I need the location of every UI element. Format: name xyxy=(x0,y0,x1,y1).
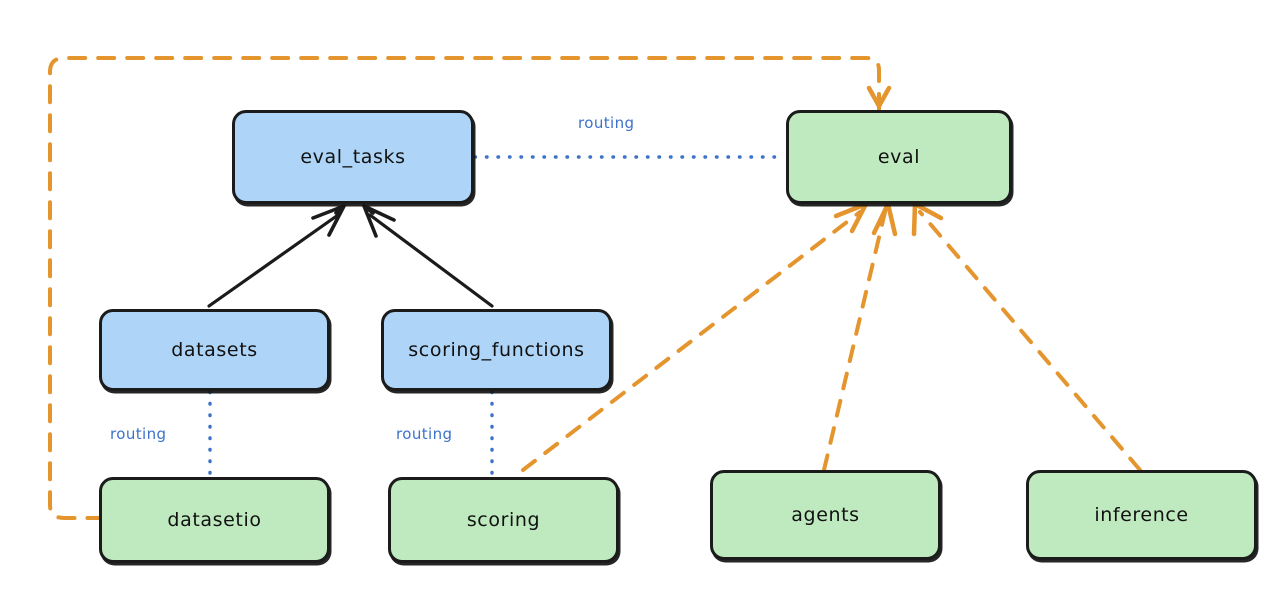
edge-agents-to-eval xyxy=(822,201,898,472)
node-label-scoring-functions: scoring_functions xyxy=(408,339,585,361)
arrowhead-inference-to-eval xyxy=(911,201,944,237)
arrowhead-agents-to-eval xyxy=(871,201,898,237)
edge-inference-to-eval xyxy=(911,201,1142,472)
node-agents[interactable]: agents xyxy=(710,470,941,560)
node-label-agents: agents xyxy=(791,504,860,526)
node-label-datasets: datasets xyxy=(171,339,258,361)
node-label-eval: eval xyxy=(877,146,921,168)
edge-label-routing-scoring: routing xyxy=(396,425,453,443)
edge-scoring-to-eval xyxy=(521,201,869,472)
arrowhead-eval-to-datasetio xyxy=(866,85,892,109)
node-inference[interactable]: inference xyxy=(1026,470,1257,560)
edge-label-routing-eval: routing xyxy=(578,114,635,132)
edge-datasets-to-eval_tasks xyxy=(207,204,346,308)
node-eval-tasks[interactable]: eval_tasks xyxy=(232,110,474,204)
node-eval[interactable]: eval xyxy=(786,110,1012,204)
node-label-inference: inference xyxy=(1094,504,1189,526)
node-scoring-functions[interactable]: scoring_functions xyxy=(381,309,612,391)
node-datasetio[interactable]: datasetio xyxy=(99,477,330,563)
arrowhead-scoring-to-eval xyxy=(833,201,869,234)
edge-eval-to-datasetio xyxy=(48,56,892,520)
arrowhead-scoring_functions-to-eval_tasks xyxy=(362,204,396,238)
node-label-eval-tasks: eval_tasks xyxy=(300,146,406,168)
node-label-datasetio: datasetio xyxy=(167,509,262,531)
node-label-scoring: scoring xyxy=(466,509,541,531)
node-scoring[interactable]: scoring xyxy=(388,477,619,563)
edge-scoring_functions-to-eval_tasks xyxy=(362,204,494,308)
edge-label-routing-datasetio: routing xyxy=(110,425,167,443)
node-datasets[interactable]: datasets xyxy=(99,309,330,391)
arrowhead-datasets-to-eval_tasks xyxy=(311,204,346,237)
